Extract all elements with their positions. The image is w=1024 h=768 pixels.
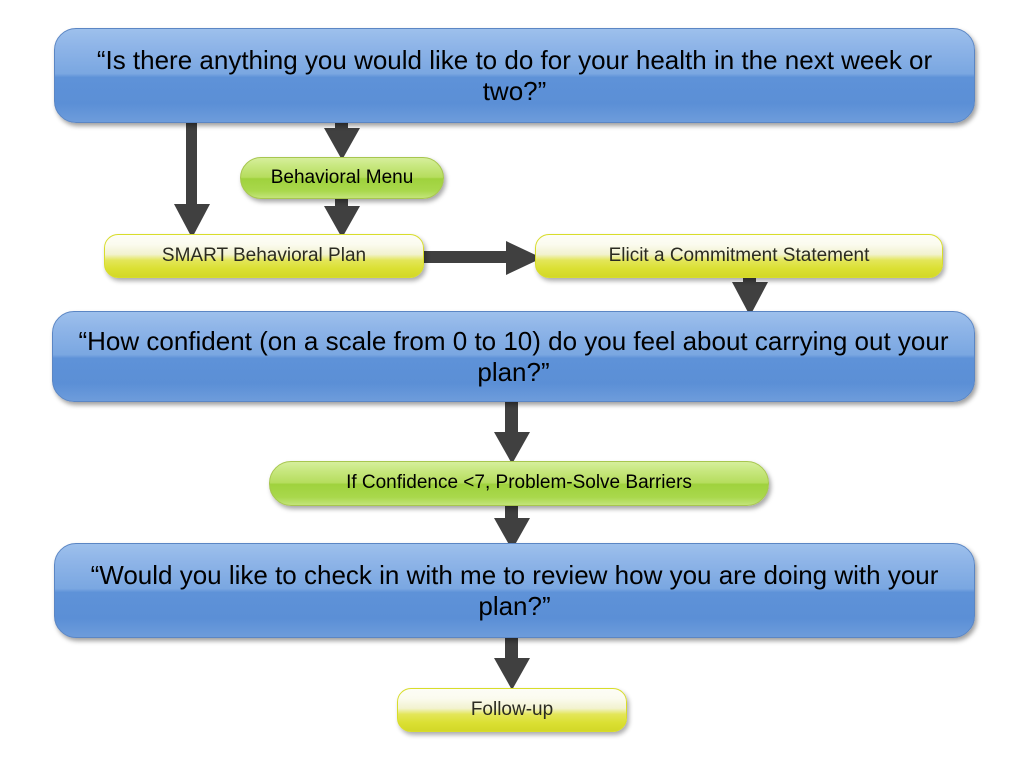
node-ask-confidence[interactable]: “How confident (on a scale from 0 to 10)… bbox=[52, 311, 975, 402]
node-problem-solve-barriers[interactable]: If Confidence <7, Problem-Solve Barriers bbox=[269, 461, 769, 506]
connector-behavioral-menu-to-smart-behavioral-plan bbox=[320, 192, 364, 240]
node-follow-up-label: Follow-up bbox=[470, 698, 554, 720]
node-elicit-commitment-statement[interactable]: Elicit a Commitment Statement bbox=[535, 234, 943, 278]
connector-ask-confidence-to-problem-solve-barriers bbox=[490, 392, 534, 466]
node-smart-behavioral-plan[interactable]: SMART Behavioral Plan bbox=[104, 234, 424, 278]
connector-smart-behavioral-plan-to-elicit-commitment-statement bbox=[420, 238, 546, 278]
node-smart-behavioral-plan-label: SMART Behavioral Plan bbox=[161, 244, 367, 266]
connector-ask-health-goal-to-smart-behavioral-plan bbox=[172, 108, 212, 240]
node-behavioral-menu[interactable]: Behavioral Menu bbox=[240, 157, 444, 199]
connector-problem-solve-barriers-to-ask-check-in bbox=[490, 504, 534, 552]
node-elicit-commitment-statement-label: Elicit a Commitment Statement bbox=[608, 244, 870, 266]
node-ask-health-goal[interactable]: “Is there anything you would like to do … bbox=[54, 28, 975, 123]
node-ask-check-in[interactable]: “Would you like to check in with me to r… bbox=[54, 543, 975, 638]
node-ask-confidence-label: “How confident (on a scale from 0 to 10)… bbox=[78, 325, 949, 387]
connector-ask-check-in-to-follow-up bbox=[490, 636, 534, 692]
node-behavioral-menu-label: Behavioral Menu bbox=[270, 166, 414, 188]
node-follow-up[interactable]: Follow-up bbox=[397, 688, 627, 732]
node-problem-solve-barriers-label: If Confidence <7, Problem-Solve Barriers bbox=[346, 472, 692, 494]
node-ask-check-in-label: “Would you like to check in with me to r… bbox=[90, 559, 939, 621]
node-ask-health-goal-label: “Is there anything you would like to do … bbox=[96, 44, 933, 106]
